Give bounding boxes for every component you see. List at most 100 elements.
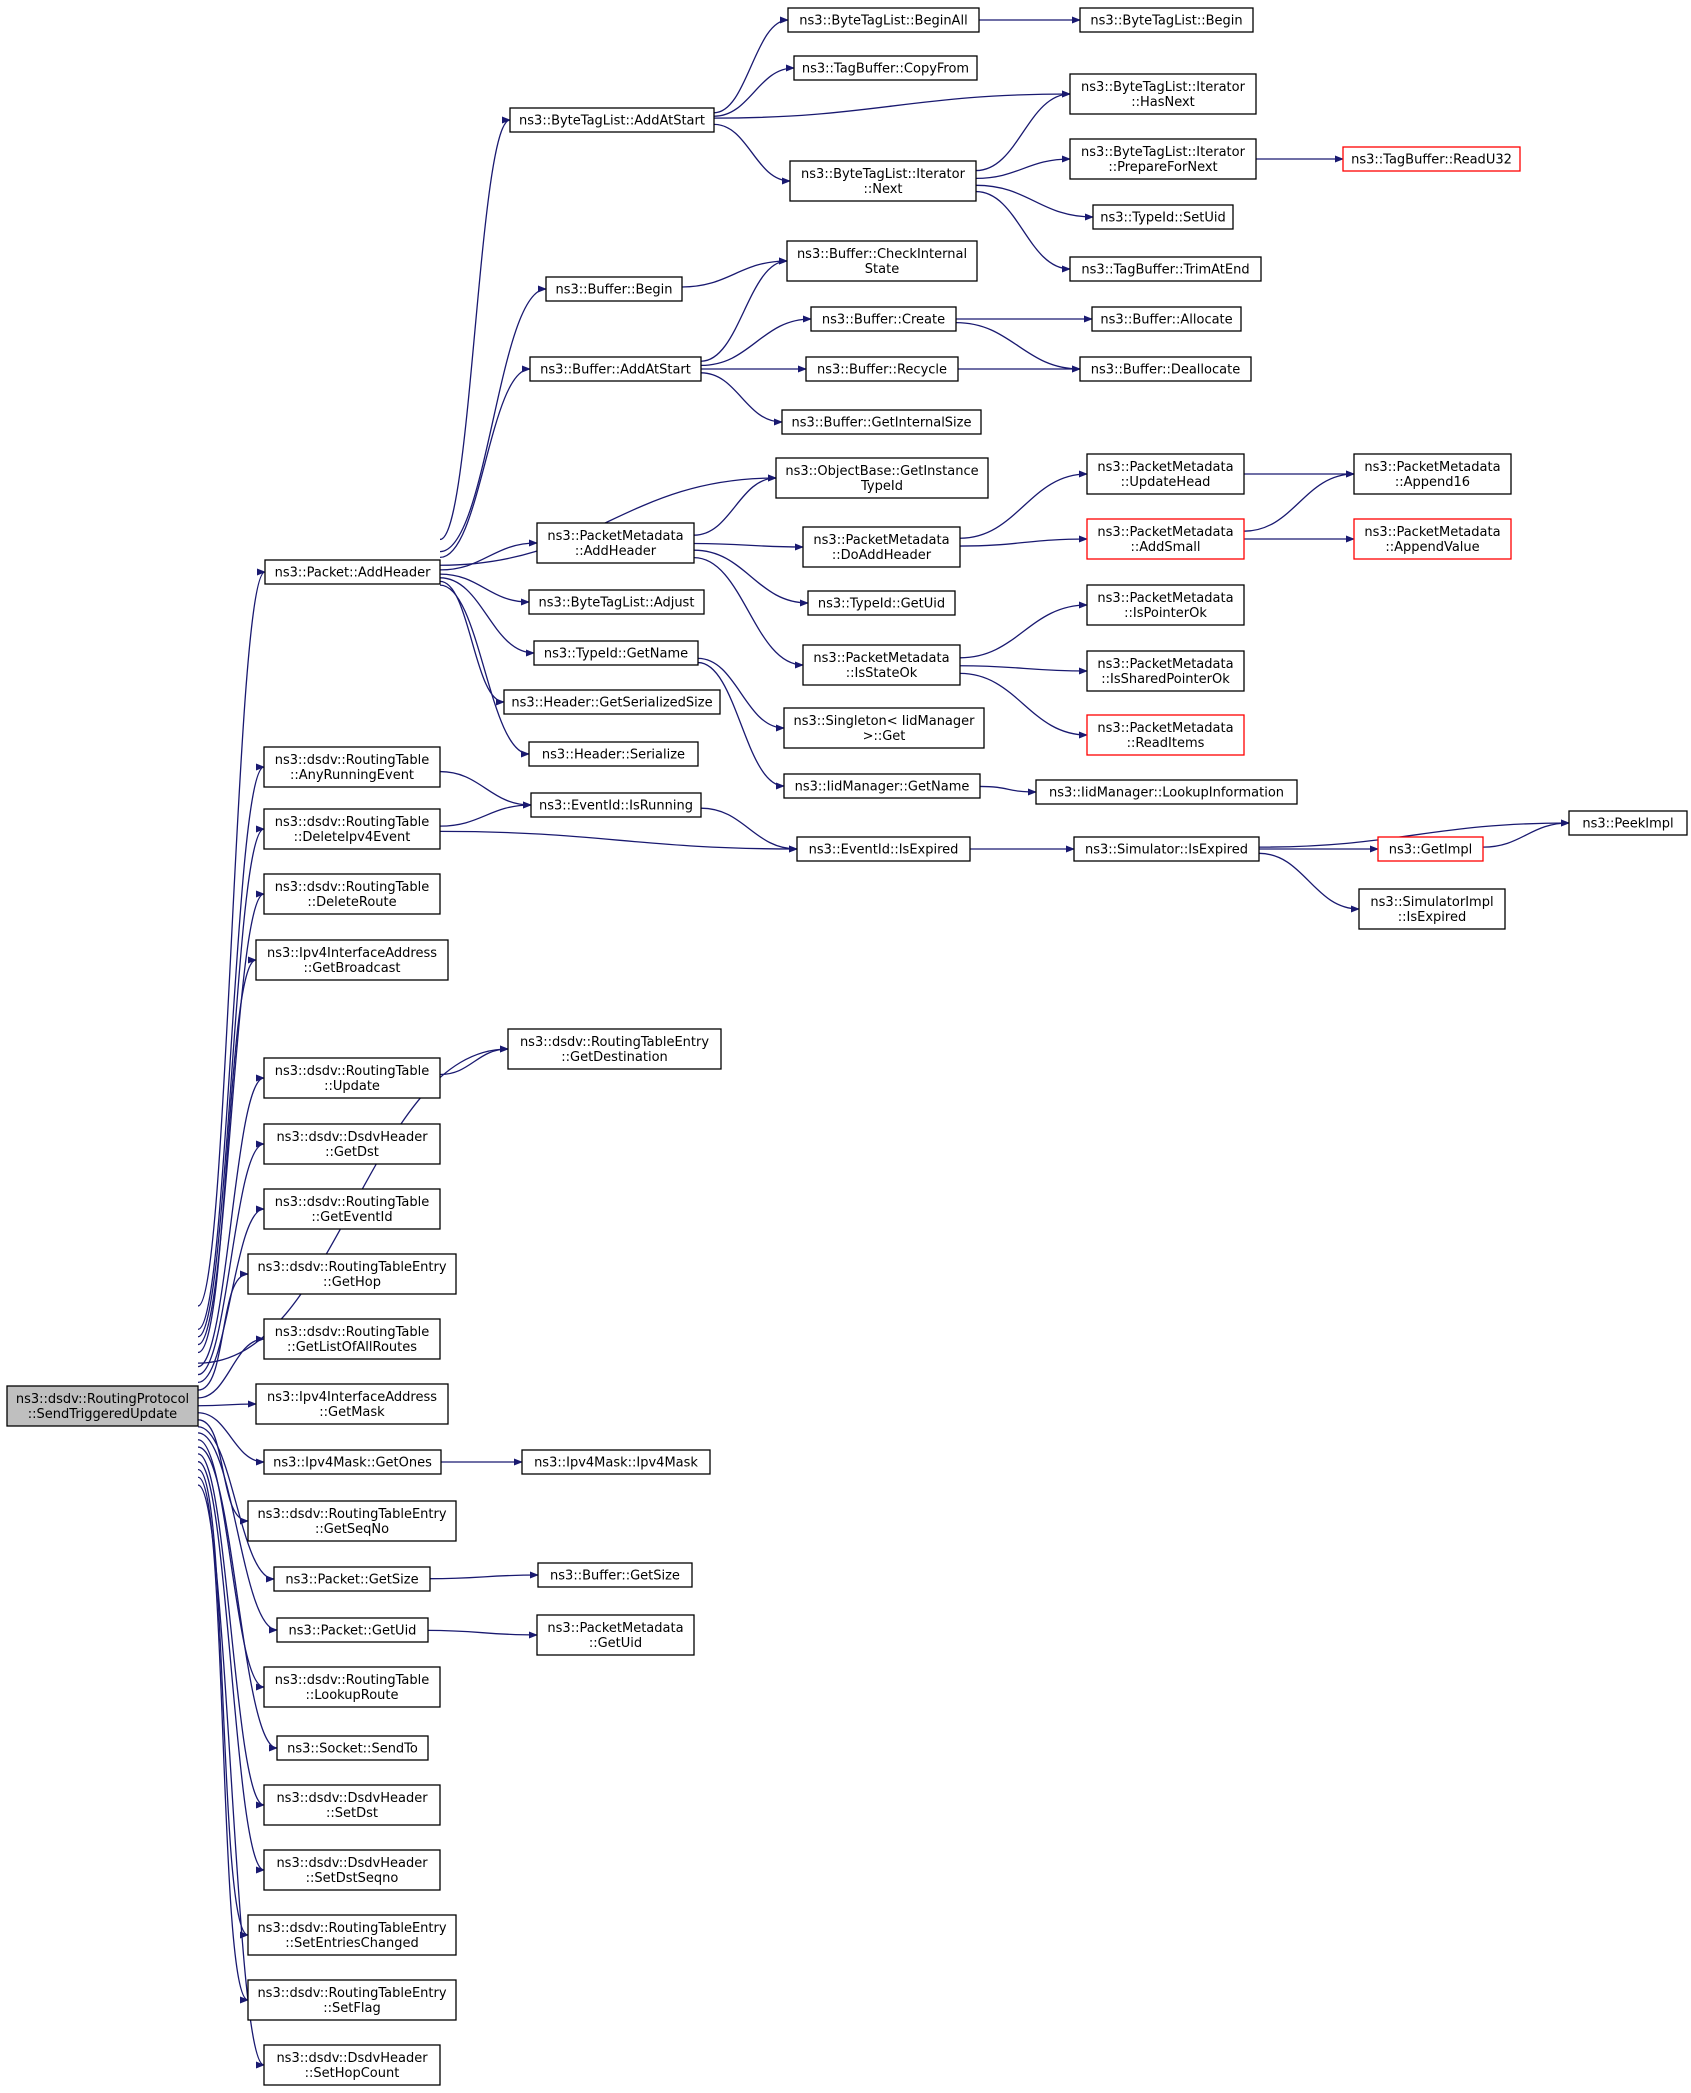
node-simimpl-isexpired[interactable]: ns3::SimulatorImpl::IsExpired	[1358, 888, 1506, 930]
node-pm-updatehead[interactable]: ns3::PacketMetadata::UpdateHead	[1086, 453, 1245, 495]
node-bti-preparefornext[interactable]: ns3::ByteTagList::Iterator::PrepareForNe…	[1069, 138, 1257, 180]
call-edge	[713, 90, 1071, 119]
node-label-line: ns3::dsdv::DsdvHeader	[276, 2051, 428, 2066]
node-dh-setdstseqno[interactable]: ns3::dsdv::DsdvHeader::SetDstSeqno	[263, 1849, 441, 1891]
node-dh-setdst[interactable]: ns3::dsdv::DsdvHeader::SetDst	[263, 1784, 441, 1826]
node-bti-hasnext[interactable]: ns3::ByteTagList::Iterator::HasNext	[1069, 73, 1257, 115]
node-label-line: ::DeleteRoute	[307, 895, 396, 910]
node-box	[255, 1383, 449, 1425]
node-rt-deleteroute[interactable]: ns3::dsdv::RoutingTable::DeleteRoute	[263, 873, 441, 915]
node-rte-setflag[interactable]: ns3::dsdv::RoutingTableEntry::SetFlag	[247, 1979, 457, 2021]
node-getimpl[interactable]: ns3::GetImpl	[1377, 836, 1484, 862]
node-ipv4ia-getbroadcast[interactable]: ns3::Ipv4InterfaceAddress::GetBroadcast	[255, 939, 449, 981]
node-pm-addsmall[interactable]: ns3::PacketMetadata::AddSmall	[1086, 518, 1245, 560]
node-p-getuid[interactable]: ns3::Packet::GetUid	[276, 1617, 429, 1643]
node-label-line: ::AnyRunningEvent	[290, 768, 414, 783]
node-b-recycle[interactable]: ns3::Buffer::Recycle	[805, 356, 959, 382]
node-rte-gethop[interactable]: ns3::dsdv::RoutingTableEntry::GetHop	[247, 1253, 457, 1295]
call-edge	[700, 315, 812, 367]
node-tb-readu32[interactable]: ns3::TagBuffer::ReadU32	[1342, 146, 1521, 172]
node-pm-getuid[interactable]: ns3::PacketMetadata::GetUid	[536, 1614, 695, 1656]
node-rt-geteventid[interactable]: ns3::dsdv::RoutingTable::GetEventId	[263, 1188, 441, 1230]
node-pm-issharedpointerok[interactable]: ns3::PacketMetadata::IsSharedPointerOk	[1086, 650, 1245, 692]
node-label-line: ::GetSeqNo	[315, 1522, 389, 1537]
node-dh-sethopcount[interactable]: ns3::dsdv::DsdvHeader::SetHopCount	[263, 2044, 441, 2086]
node-bt-beginall[interactable]: ns3::ByteTagList::BeginAll	[787, 7, 980, 33]
call-edge	[197, 890, 265, 1346]
node-root[interactable]: ns3::dsdv::RoutingProtocol::SendTriggere…	[6, 1385, 199, 1427]
node-label-line: ns3::EventId::IsExpired	[809, 843, 959, 858]
node-tb-trimatend[interactable]: ns3::TagBuffer::TrimAtEnd	[1069, 256, 1262, 282]
node-rt-update[interactable]: ns3::dsdv::RoutingTable::Update	[263, 1057, 441, 1099]
node-b-create[interactable]: ns3::Buffer::Create	[810, 306, 957, 332]
node-box	[509, 107, 715, 133]
node-p-getsize[interactable]: ns3::Packet::GetSize	[273, 1566, 431, 1592]
call-edge	[439, 580, 505, 706]
call-edge	[439, 830, 798, 853]
node-rte-setentrieschanged[interactable]: ns3::dsdv::RoutingTableEntry::SetEntries…	[247, 1914, 457, 1956]
node-label-line: ns3::dsdv::RoutingTable	[275, 1064, 430, 1079]
node-iid-getname[interactable]: ns3::IidManager::GetName	[783, 773, 981, 799]
node-tid-setuid[interactable]: ns3::TypeId::SetUid	[1092, 204, 1234, 230]
node-b-begin[interactable]: ns3::Buffer::Begin	[545, 276, 683, 302]
node-eid-isexpired[interactable]: ns3::EventId::IsExpired	[796, 836, 971, 862]
node-eid-isrunning[interactable]: ns3::EventId::IsRunning	[530, 792, 702, 818]
node-ipv4mask-getones[interactable]: ns3::Ipv4Mask::GetOnes	[263, 1449, 442, 1475]
node-rt-lookuproute[interactable]: ns3::dsdv::RoutingTable::LookupRoute	[263, 1666, 441, 1708]
node-rte-getseqno[interactable]: ns3::dsdv::RoutingTableEntry::GetSeqNo	[247, 1500, 457, 1542]
node-label-line: ns3::Buffer::Deallocate	[1091, 363, 1240, 378]
node-sim-isexpired[interactable]: ns3::Simulator::IsExpired	[1073, 836, 1260, 862]
node-label-line: ns3::PacketMetadata	[1097, 591, 1233, 606]
node-pm-ispointerok[interactable]: ns3::PacketMetadata::IsPointerOk	[1086, 584, 1245, 626]
node-pm-appendvalue[interactable]: ns3::PacketMetadata::AppendValue	[1353, 518, 1512, 560]
node-box	[263, 2044, 441, 2086]
node-box	[1091, 306, 1242, 332]
call-edge	[975, 90, 1071, 172]
node-socket-sendto[interactable]: ns3::Socket::SendTo	[276, 1735, 429, 1761]
node-bti-next[interactable]: ns3::ByteTagList::Iterator::Next	[789, 160, 977, 202]
node-bt-addatstart[interactable]: ns3::ByteTagList::AddAtStart	[509, 107, 715, 133]
node-rt-anyrunningevent[interactable]: ns3::dsdv::RoutingTable::AnyRunningEvent	[263, 746, 441, 788]
node-tb-copyfrom[interactable]: ns3::TagBuffer::CopyFrom	[793, 55, 978, 81]
node-label-line: ns3::dsdv::RoutingTable	[275, 1325, 430, 1340]
node-rte-getdestination[interactable]: ns3::dsdv::RoutingTableEntry::GetDestina…	[507, 1028, 722, 1070]
node-pm-readitems[interactable]: ns3::PacketMetadata::ReadItems	[1086, 714, 1245, 756]
node-tid-getname[interactable]: ns3::TypeId::GetName	[533, 640, 699, 666]
node-rt-deleteipv4event[interactable]: ns3::dsdv::RoutingTable::DeleteIpv4Event	[263, 808, 441, 850]
node-pm-append16[interactable]: ns3::PacketMetadata::Append16	[1353, 453, 1512, 495]
node-dh-getdst[interactable]: ns3::dsdv::DsdvHeader::GetDst	[263, 1123, 441, 1165]
node-pm-doaddheader[interactable]: ns3::PacketMetadata::DoAddHeader	[802, 526, 961, 568]
node-bt-begin[interactable]: ns3::ByteTagList::Begin	[1079, 7, 1254, 33]
node-label-line: ::DeleteIpv4Event	[294, 830, 411, 845]
node-pm-addheader[interactable]: ns3::PacketMetadata::AddHeader	[536, 522, 695, 564]
node-b-deallocate[interactable]: ns3::Buffer::Deallocate	[1079, 356, 1252, 382]
node-peekimpl[interactable]: ns3::PeekImpl	[1568, 810, 1688, 836]
node-b-allocate[interactable]: ns3::Buffer::Allocate	[1091, 306, 1242, 332]
node-h-serialize[interactable]: ns3::Header::Serialize	[528, 741, 699, 767]
node-label-line: ns3::SimulatorImpl	[1370, 895, 1493, 910]
call-edge	[979, 785, 1037, 796]
node-b-getinternalsize[interactable]: ns3::Buffer::GetInternalSize	[781, 409, 982, 435]
node-b-addatstart[interactable]: ns3::Buffer::AddAtStart	[529, 356, 702, 382]
node-box	[247, 1253, 457, 1295]
node-box	[783, 773, 981, 799]
node-box	[1092, 204, 1234, 230]
node-label-line: ns3::dsdv::RoutingTableEntry	[520, 1035, 709, 1050]
node-tid-getuid[interactable]: ns3::TypeId::GetUid	[807, 590, 956, 616]
node-pm-isstateok[interactable]: ns3::PacketMetadata::IsStateOk	[802, 644, 961, 686]
node-ipv4mask-ipv4mask[interactable]: ns3::Ipv4Mask::Ipv4Mask	[521, 1449, 711, 1475]
node-ipv4ia-getmask[interactable]: ns3::Ipv4InterfaceAddress::GetMask	[255, 1383, 449, 1425]
node-rt-getlistofallroutes[interactable]: ns3::dsdv::RoutingTable::GetListOfAllRou…	[263, 1318, 441, 1360]
call-edge	[197, 1335, 265, 1399]
node-b-getsize[interactable]: ns3::Buffer::GetSize	[537, 1562, 693, 1588]
node-box	[1086, 714, 1245, 756]
node-p-addheader[interactable]: ns3::Packet::AddHeader	[264, 559, 441, 585]
node-h-getserializedsize[interactable]: ns3::Header::GetSerializedSize	[503, 689, 721, 715]
node-bt-adjust[interactable]: ns3::ByteTagList::Adjust	[528, 589, 705, 615]
node-box	[1086, 518, 1245, 560]
node-iid-lookupinformation[interactable]: ns3::IidManager::LookupInformation	[1035, 779, 1298, 805]
node-label-line: ns3::ByteTagList::Begin	[1090, 14, 1242, 29]
node-singleton-get[interactable]: ns3::Singleton< IidManager>::Get	[783, 707, 985, 749]
